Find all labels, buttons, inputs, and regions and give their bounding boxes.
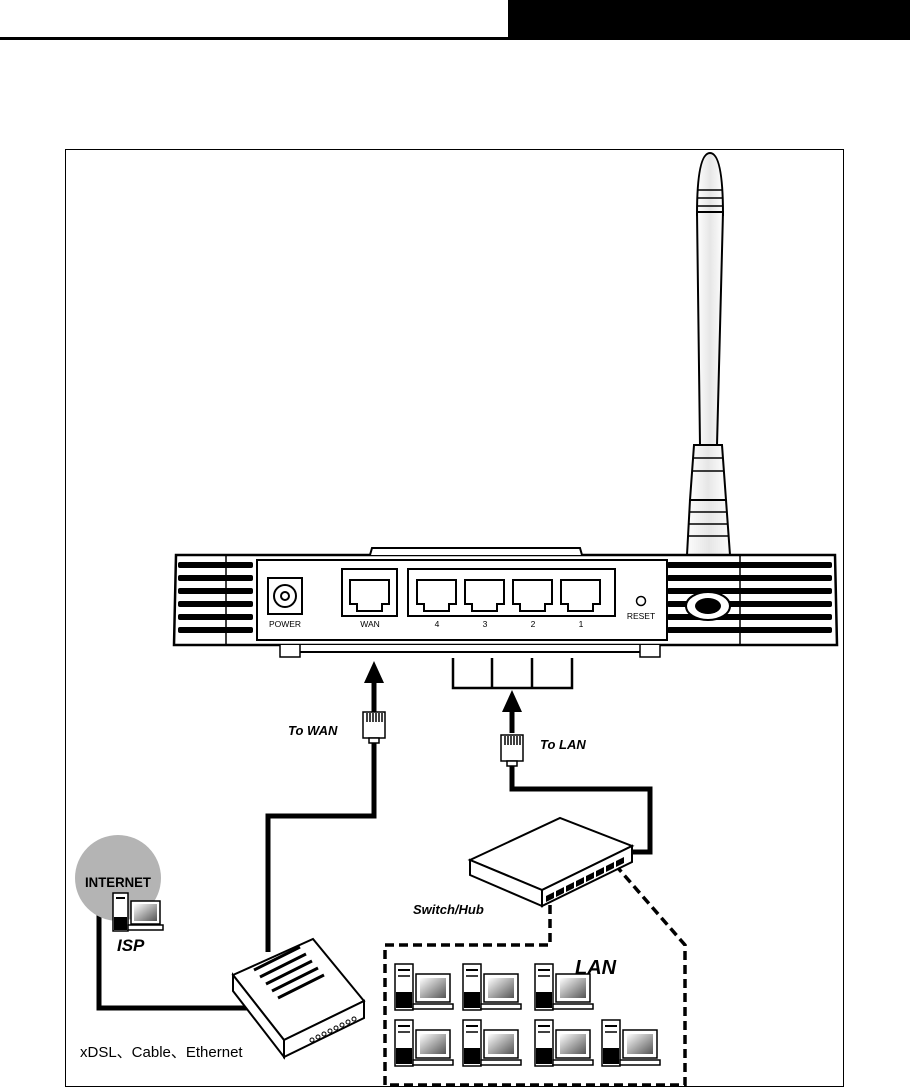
lan-port-1-label: 1: [579, 619, 584, 629]
isp-label: ISP: [117, 936, 145, 955]
to-wan-arrow: [364, 661, 384, 712]
switch-hub: [470, 818, 632, 906]
lan-pc: [395, 964, 453, 1010]
power-label: POWER: [269, 619, 301, 629]
router: [174, 548, 837, 657]
lan-bracket: [453, 658, 572, 688]
lan-port-4-label: 4: [435, 619, 440, 629]
lan-pc: [395, 1020, 453, 1066]
wan-label: WAN: [360, 619, 380, 629]
connection-types-label: xDSL、Cable、Ethernet: [80, 1044, 243, 1061]
internet-label: INTERNET: [85, 874, 151, 890]
reset-button-icon: [637, 597, 646, 606]
reset-label: RESET: [627, 611, 655, 621]
lan-rj45-plug: [501, 735, 523, 766]
power-port: [268, 578, 302, 614]
lan-pc: [535, 1020, 593, 1066]
wan-rj45-plug: [363, 712, 385, 743]
lan-pc: [463, 1020, 521, 1066]
lan-port-2-label: 2: [531, 619, 536, 629]
antenna: [684, 153, 734, 610]
switch-hub-label: Switch/Hub: [413, 902, 484, 917]
to-wan-label: To WAN: [288, 723, 338, 738]
to-lan-arrow: [502, 690, 522, 733]
modem: [233, 939, 364, 1057]
to-lan-label: To LAN: [540, 737, 586, 752]
wan-port: [342, 569, 397, 616]
lan-pc: [463, 964, 521, 1010]
lan-port-3-label: 3: [483, 619, 488, 629]
lan-pc: [602, 1020, 660, 1066]
